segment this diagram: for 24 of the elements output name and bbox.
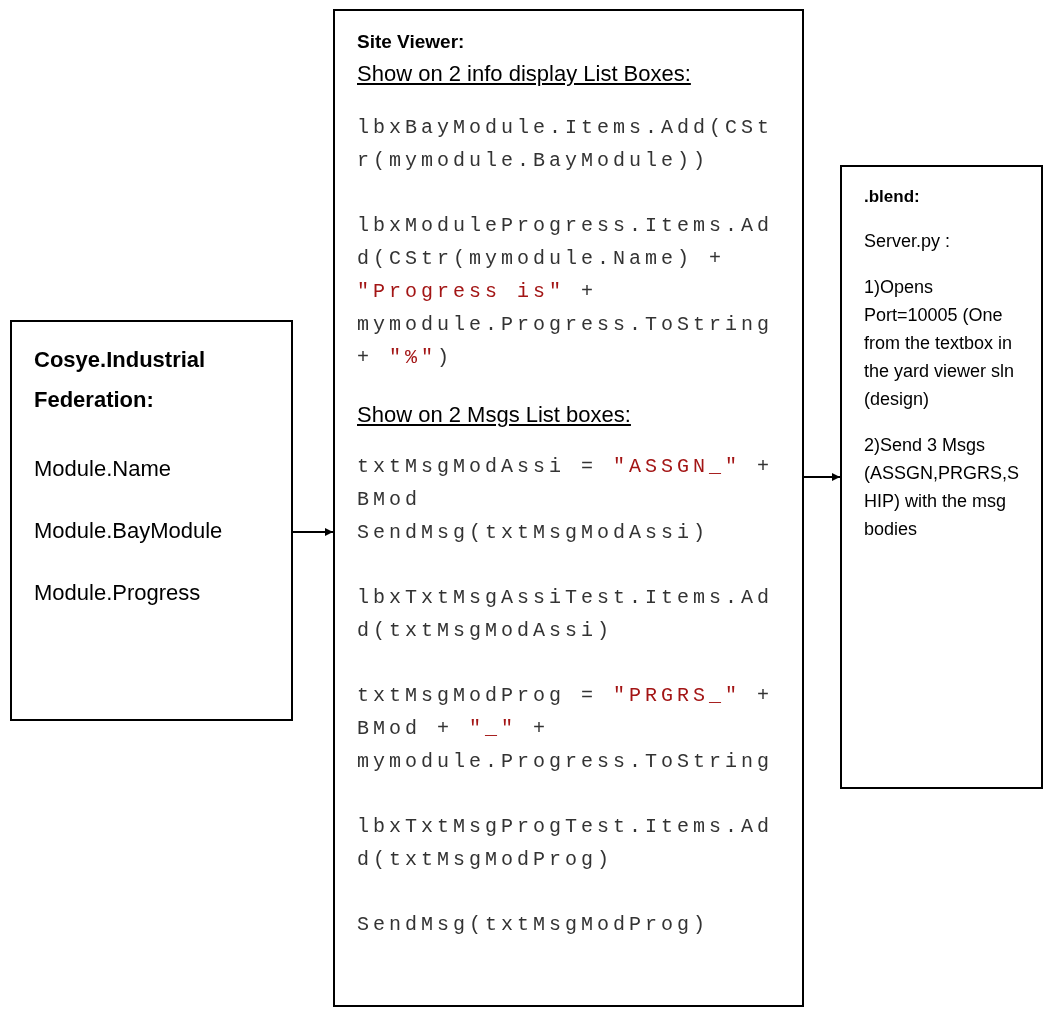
process-box — [10, 320, 293, 721]
code-line: lbxModuleProgress.Items.Add(CStr(mymodule.Name) + "Progress is" + mymodule.Progress.ToString + "%") — [357, 213, 775, 371]
code-line: SendMsg(txtMsgModAssi) — [357, 520, 711, 546]
code-line: lbxBayModule.Items.Add(CStr(mymodule.BayModule)) — [357, 115, 775, 174]
arrow — [292, 528, 334, 536]
box-text: 1)Opens Port=10005 (One from the textbox in the yard viewer sln (design) — [864, 276, 1016, 411]
section-heading: Show on 2 Msgs List boxes: — [357, 401, 632, 429]
code-line: txtMsgModAssi = "ASSGN_" + BMod — [357, 454, 775, 513]
box-text: Module.Name — [34, 455, 172, 483]
box-text: Module.BayModule — [34, 517, 224, 545]
box-text: Module.Progress — [34, 579, 202, 607]
section-heading: Show on 2 info display List Boxes: — [357, 60, 692, 88]
box-heading: Site Viewer: — [357, 30, 466, 54]
code-line: lbxTxtMsgAssiTest.Items.Add(txtMsgModAssi) — [357, 585, 775, 644]
arrow — [803, 473, 841, 481]
code-line: lbxTxtMsgProgTest.Items.Add(txtMsgModProg) — [357, 814, 775, 873]
box-text: 2)Send 3 Msgs (ASSGN,PRGRS,SHIP) with the msg bodies — [864, 434, 1021, 541]
process-box — [333, 9, 804, 1007]
box-text: Server.py : — [864, 230, 952, 253]
code-line: SendMsg(txtMsgModProg) — [357, 912, 711, 938]
box-heading: Cosye.Industrial Federation: — [34, 346, 207, 414]
process-box — [840, 165, 1043, 789]
code-line: txtMsgModProg = "PRGRS_" + BMod + "_" + mymodule.Progress.ToString — [357, 683, 775, 775]
box-heading: .blend: — [864, 186, 921, 208]
